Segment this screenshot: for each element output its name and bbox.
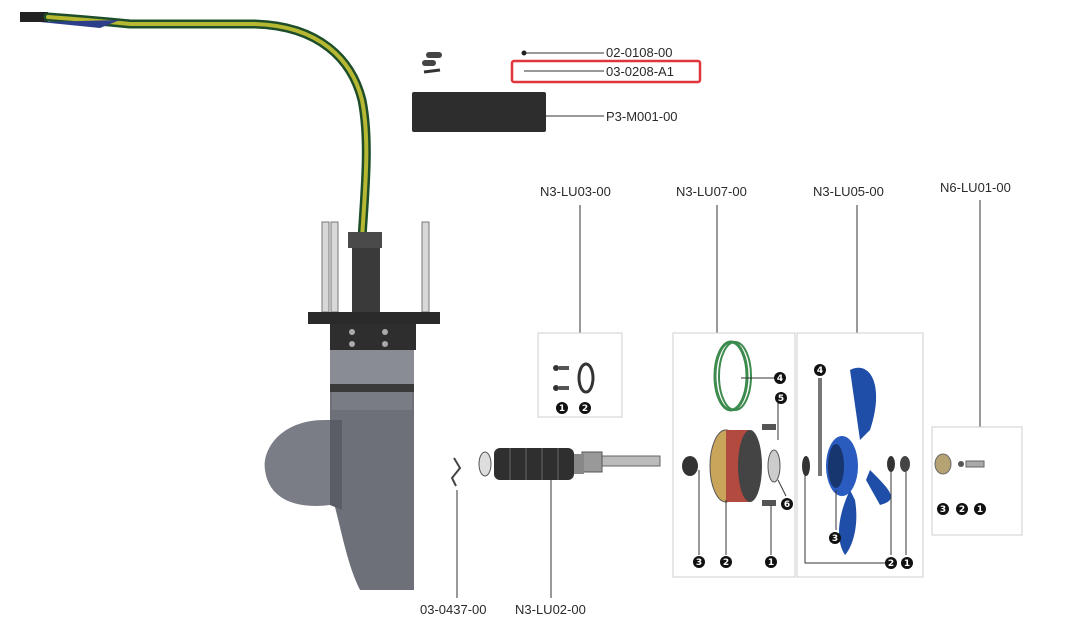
callout-number: 3 [696,558,702,568]
cotter-pin-part [450,457,462,487]
label-shaft: N3-LU02-00 [515,602,586,617]
kit-box-lu05 [796,332,924,578]
label-screw: 03-0208-A1 [606,64,674,79]
lu07-parts [682,340,781,506]
motor-housing [264,221,440,590]
label-cotter-pin: 03-0437-00 [420,602,487,617]
callout-number: 2 [723,558,729,568]
mount-block-part [412,92,546,132]
callout-number: 2 [888,559,894,569]
label-kit-lu01: N6-LU01-00 [940,180,1011,195]
kit-box-lu01 [931,426,1023,536]
callout-number: 1 [977,505,983,515]
label-kit-lu07: N3-LU07-00 [676,184,747,199]
callout-number: 4 [817,366,823,376]
highlight-box [510,59,702,84]
callout-number: 3 [940,505,946,515]
callout-number: 5 [778,394,784,404]
kit-box-lu03 [537,332,623,418]
lu01-parts [934,453,985,475]
rotor-shaft [478,448,661,480]
callouts-lu01: 3 2 1 [937,503,986,515]
callouts-lu03: 1 2 [556,402,591,414]
lu03-parts [553,362,595,394]
callouts-lu05: 4 3 2 1 [814,364,913,569]
callout-number: 2 [959,505,965,515]
label-cable-clip: 02-0108-00 [606,45,673,60]
callout-number: 1 [768,558,774,568]
label-kit-lu05: N3-LU05-00 [813,184,884,199]
callout-number: 1 [559,404,565,414]
callout-number: 2 [582,404,588,414]
kit-box-lu07 [672,332,796,578]
cable-clip-part [422,52,442,74]
propeller-part [802,367,910,555]
callout-number: 3 [832,534,838,544]
label-mount-block: P3-M001-00 [606,109,678,124]
power-cable [20,12,371,243]
callout-number: 6 [784,500,790,510]
callouts-lu07: 4 5 6 1 2 3 [693,372,793,568]
label-kit-lu03: N3-LU03-00 [540,184,611,199]
callout-number: 1 [904,559,910,569]
callout-number: 4 [777,374,783,384]
